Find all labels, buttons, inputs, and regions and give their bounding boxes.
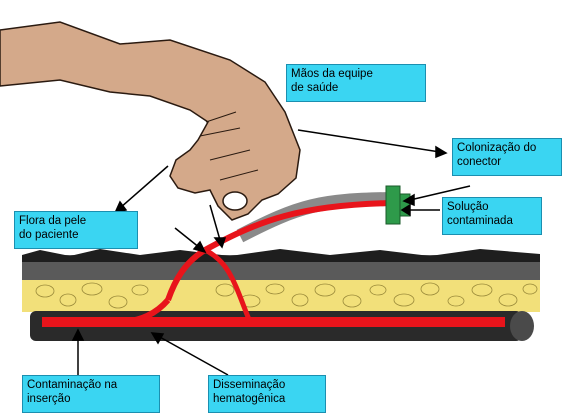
hand-shape [0,22,300,220]
label-insertion-text: Contaminação na inserção [27,378,155,406]
label-skin-flora-text: Flora da pele do paciente [19,214,133,242]
hand-illustration [0,22,300,220]
label-insertion: Contaminação na inserção [22,375,160,413]
arrow-skin-to-insertion-head [194,242,205,252]
label-hands: Mãos da equipe de saúde [286,64,426,102]
label-skin-flora: Flora da pele do paciente [14,211,138,249]
arrow-skin-to-insertion [175,228,200,248]
connector-hub [386,186,410,224]
arrow-hand-to-connector-head [436,147,446,157]
label-connector: Colonização do conector [452,138,562,176]
arrow-hand-to-skin [120,166,168,208]
label-solution: Solução contaminada [442,197,542,235]
tissue-layer [22,249,540,341]
label-solution-text: Solução contaminada [447,200,537,228]
arrow-finger-to-insertion [210,205,220,240]
label-hands-text: Mãos da equipe de saúde [291,67,421,95]
arrow-hand-to-connector [298,130,440,152]
vessel-end [510,311,534,341]
epidermis-edge [22,249,540,262]
label-connector-text: Colonização do conector [457,141,557,169]
label-hematogenous: Disseminação hematogênica [208,375,326,413]
arrow-hematogenous-label [158,336,228,375]
fingernail [223,192,247,210]
label-hematogenous-text: Disseminação hematogênica [213,378,321,406]
